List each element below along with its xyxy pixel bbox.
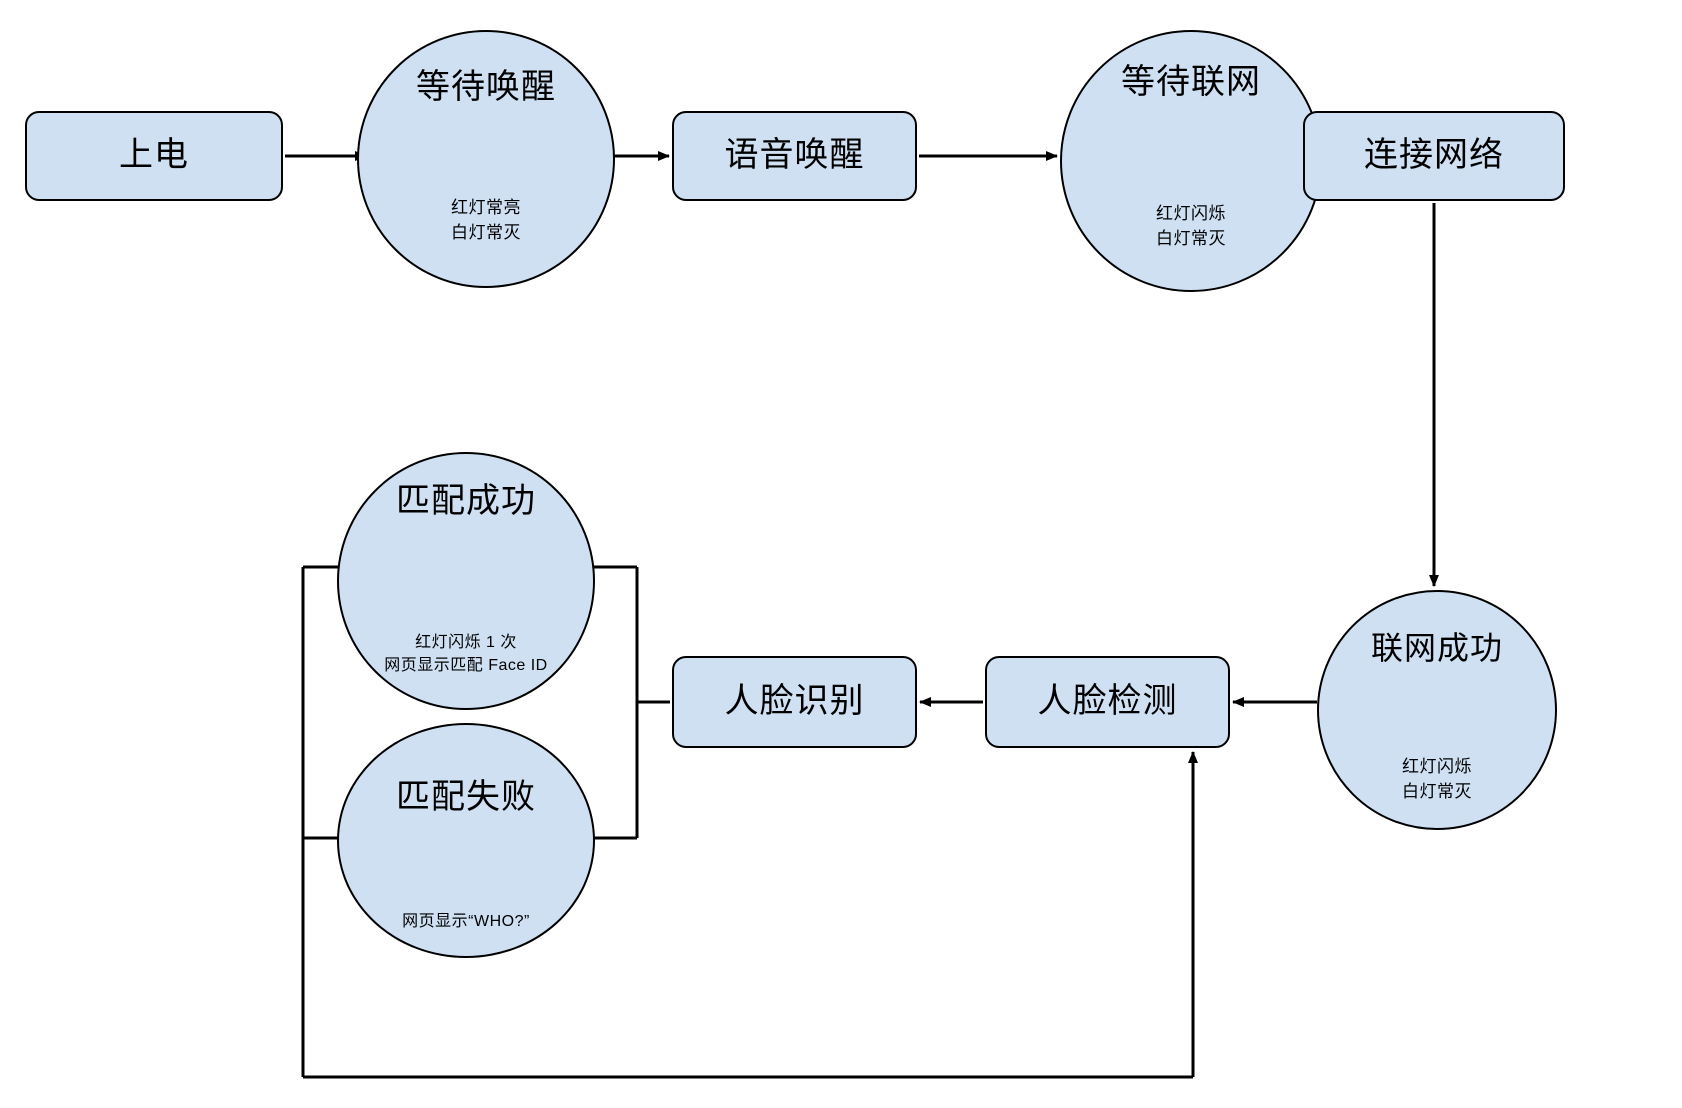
node-power-on[interactable]: 上电 — [25, 111, 283, 201]
node-wait-network-sublabel: 红灯闪烁 白灯常灭 — [1156, 204, 1226, 248]
node-wait-network[interactable]: 等待联网 红灯闪烁 白灯常灭 — [1060, 30, 1322, 292]
node-match-fail-sublabel: 网页显示“WHO?” — [402, 912, 530, 930]
node-face-detect-label: 人脸检测 — [1037, 682, 1178, 721]
node-network-success-sublabel: 红灯闪烁 白灯常灭 — [1402, 757, 1472, 801]
node-network-success[interactable]: 联网成功 红灯闪烁 白灯常灭 — [1317, 590, 1557, 830]
node-match-fail[interactable]: 匹配失败 网页显示“WHO?” — [337, 723, 595, 958]
node-match-success-label: 匹配成功 — [396, 481, 536, 520]
node-wait-wake[interactable]: 等待唤醒 红灯常亮 白灯常灭 — [357, 30, 615, 288]
node-face-detect[interactable]: 人脸检测 — [985, 656, 1230, 748]
node-voice-wake-label: 语音唤醒 — [724, 136, 865, 175]
node-power-on-label: 上电 — [119, 136, 189, 175]
node-match-success-sublabel: 红灯闪烁 1 次 网页显示匹配 Face ID — [384, 634, 548, 675]
node-wait-wake-sublabel: 红灯常亮 白灯常灭 — [451, 198, 521, 242]
node-connect-network[interactable]: 连接网络 — [1303, 111, 1565, 201]
node-face-recognize-label: 人脸识别 — [724, 682, 865, 721]
node-voice-wake[interactable]: 语音唤醒 — [672, 111, 917, 201]
node-connect-network-label: 连接网络 — [1364, 136, 1504, 175]
node-face-recognize[interactable]: 人脸识别 — [672, 656, 917, 748]
node-match-success[interactable]: 匹配成功 红灯闪烁 1 次 网页显示匹配 Face ID — [337, 452, 595, 710]
node-match-fail-label: 匹配失败 — [396, 778, 536, 817]
node-wait-network-label: 等待联网 — [1121, 62, 1261, 101]
node-wait-wake-label: 等待唤醒 — [416, 67, 556, 106]
node-network-success-label: 联网成功 — [1370, 629, 1503, 666]
